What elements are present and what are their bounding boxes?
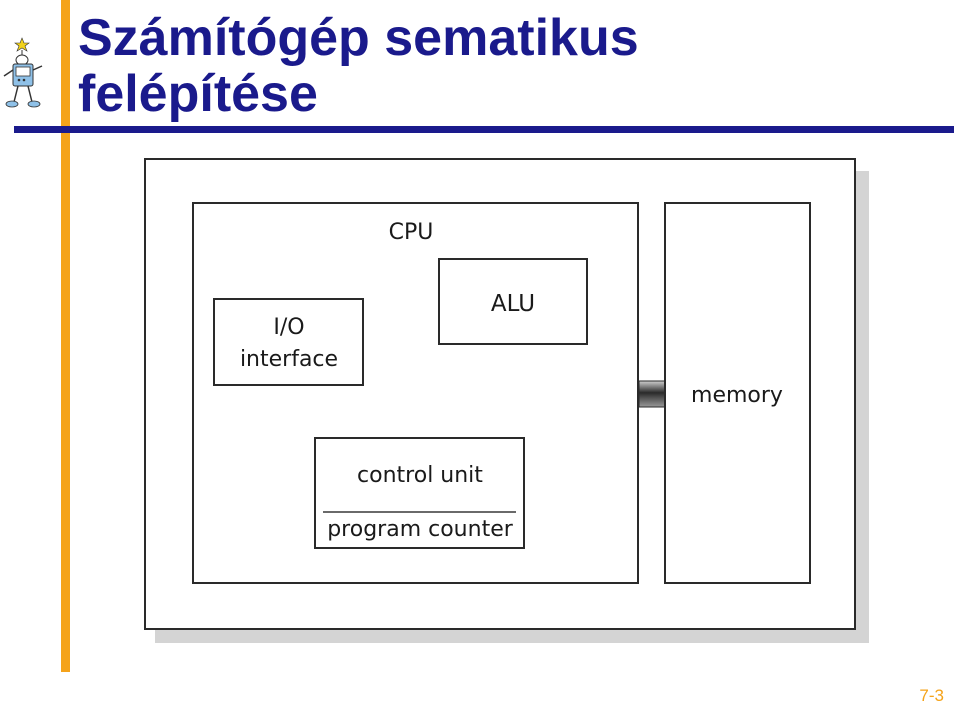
bus-connector-icon [638,380,666,408]
title-line-1: Számítógép sematikus [78,9,639,67]
io-label-line-2: interface [240,347,338,372]
cpu-label: CPU [389,220,434,245]
computer-mascot-icon [3,37,43,108]
page-title: Számítógép sematikus felépítése [78,10,639,122]
program-counter-label: program counter [327,517,514,542]
title-underline [14,126,954,133]
alu-label: ALU [491,291,535,317]
control-unit-box [314,437,525,549]
computer-architecture-diagram: CPU ALU I/O interface control unit progr… [144,158,869,643]
control-unit-label: control unit [357,463,483,488]
memory-box [664,202,811,584]
alu-box [438,258,588,345]
title-line-2: felépítése [78,65,318,123]
accent-bar [61,0,70,672]
io-interface-box [213,298,364,386]
io-label-line-1: I/O [273,315,304,340]
slide-number: 7-3 [919,686,944,705]
memory-label: memory [691,383,783,408]
